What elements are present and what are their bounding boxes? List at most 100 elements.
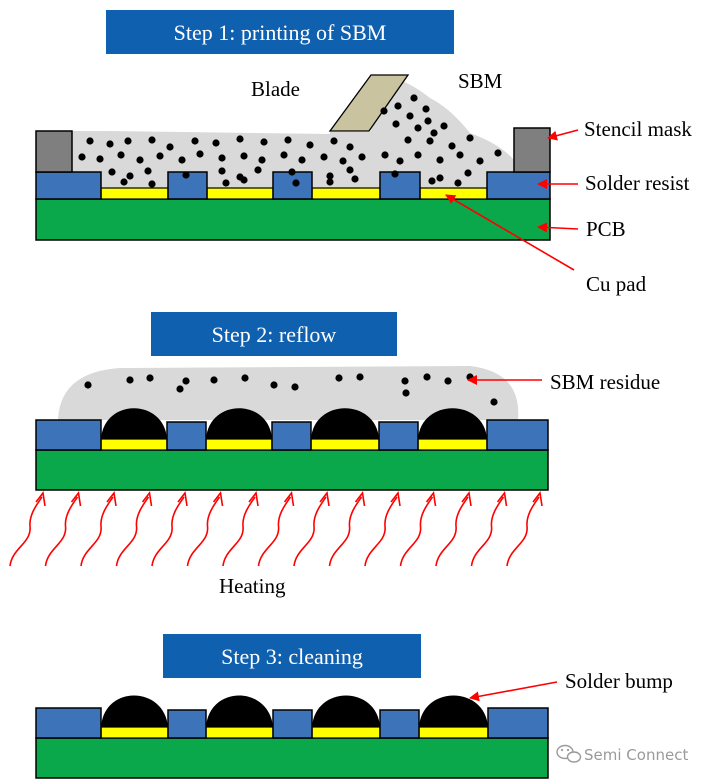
- heat-arrow: [293, 496, 327, 567]
- sbm-particle: [218, 154, 226, 162]
- sbm-particle: [464, 169, 472, 177]
- sbm-particle: [258, 156, 266, 164]
- heat-arrow-head: [319, 491, 330, 507]
- sbm-residue-particle: [84, 381, 92, 389]
- sbm-particle: [391, 170, 399, 178]
- step2-title: Step 2: reflow: [212, 322, 337, 347]
- heat-arrow-head: [177, 491, 188, 507]
- sbm-particle: [428, 177, 436, 185]
- sbm-residue-particle: [146, 374, 154, 382]
- sbm-particle: [148, 180, 156, 188]
- step1-label-stencil-mask: Stencil mask: [584, 117, 692, 141]
- heat-arrow: [151, 496, 185, 567]
- step3-solder-resist-3: [272, 709, 313, 739]
- sbm-particle: [288, 168, 296, 176]
- step1-cu-pad-3: [311, 187, 381, 200]
- step1-solder-resist-1: [35, 171, 102, 200]
- heat-arrow: [115, 496, 150, 567]
- sbm-particle: [126, 172, 134, 180]
- step2-solder-bump-4: [418, 408, 487, 439]
- step1-label-pcb: PCB: [586, 217, 626, 241]
- watermark-text: Semi Connect: [584, 746, 688, 764]
- sbm-particle: [380, 107, 388, 115]
- sbm-particle: [156, 152, 164, 160]
- sbm-particle: [196, 150, 204, 158]
- heat-arrow: [186, 496, 221, 567]
- heat-arrow: [435, 496, 469, 567]
- step1-cu-pad-4: [419, 187, 488, 200]
- step1-banner: [106, 10, 454, 54]
- step1-label-blade: Blade: [251, 77, 300, 101]
- heat-arrow-head: [425, 491, 437, 507]
- heat-arrow: [506, 496, 540, 567]
- sbm-particle: [456, 151, 464, 159]
- sbm-particle: [280, 151, 288, 159]
- sbm-particle: [436, 174, 444, 182]
- sbm-particle: [476, 157, 484, 165]
- step1-label-cu-pad: Cu pad: [586, 272, 647, 296]
- step2-solder-resist-3: [271, 421, 312, 451]
- sbm-particle: [182, 171, 190, 179]
- sbm-particle: [218, 167, 226, 175]
- sbm-particle: [392, 120, 400, 128]
- heating-arrows: [9, 491, 543, 567]
- sbm-residue-particle: [402, 389, 410, 397]
- heat-arrow-head: [35, 491, 46, 507]
- step3-cu-pad-3: [311, 726, 381, 739]
- step2-cu-pad-1: [100, 438, 168, 451]
- sbm-particle: [339, 157, 347, 165]
- step1-stencil-left: [35, 130, 73, 173]
- heat-arrow-head: [212, 491, 224, 507]
- sbm-particle: [240, 152, 248, 160]
- heat-arrow: [328, 496, 363, 567]
- sbm-particle: [306, 141, 314, 149]
- heat-arrow: [470, 496, 505, 567]
- step3-cu-pad-1: [100, 726, 169, 739]
- sbm-particle: [406, 112, 414, 120]
- sbm-particle: [454, 179, 462, 187]
- step2-particles: [84, 373, 498, 406]
- sbm-particle: [166, 143, 174, 151]
- step2-label-heating: Heating: [219, 574, 286, 598]
- sbm-particle: [326, 172, 334, 180]
- sbm-particle: [404, 136, 412, 144]
- step1-solder-resist-5: [486, 171, 551, 200]
- sbm-particle: [86, 137, 94, 145]
- sbm-residue-particle: [270, 381, 278, 389]
- step1-panel: Step 1: printing of SBM Blade SBM Stenci…: [35, 10, 692, 296]
- step1-arrow-stencil: [547, 129, 579, 141]
- sbm-particle: [358, 153, 366, 161]
- sbm-particle: [426, 137, 434, 145]
- sbm-particle: [240, 176, 248, 184]
- step3-solder-bump-3: [312, 695, 380, 727]
- heat-arrow: [9, 496, 43, 567]
- step2-cu-pad-3: [310, 438, 380, 451]
- sbm-particle: [298, 156, 306, 164]
- sbm-particle: [330, 137, 338, 145]
- heat-arrow-head: [248, 491, 259, 507]
- sbm-particle: [108, 168, 116, 176]
- sbm-particle: [448, 142, 456, 150]
- watermark: Semi Connect: [556, 744, 688, 764]
- heat-arrow-head: [283, 491, 295, 507]
- wechat-icon: [556, 744, 582, 763]
- step3-panel: Step 3: cleaning Solder bump: [35, 634, 673, 779]
- sbm-residue-particle: [291, 383, 299, 391]
- sbm-particle: [191, 137, 199, 145]
- sbm-particle: [394, 102, 402, 110]
- heat-arrow: [80, 496, 114, 567]
- sbm-residue-particle: [490, 398, 498, 406]
- heat-arrow-head: [496, 491, 508, 507]
- sbm-particle: [326, 178, 334, 186]
- sbm-particle: [346, 143, 354, 151]
- sbm-particle: [320, 153, 328, 161]
- sbm-particle: [178, 156, 186, 164]
- sbm-particle: [284, 136, 292, 144]
- step1-solder-resist-4: [379, 171, 421, 200]
- step2-panel: Step 2: reflow SBM residue Heating: [9, 312, 660, 598]
- step3-solder-resist-5: [487, 707, 549, 739]
- step3-title: Step 3: cleaning: [221, 644, 363, 669]
- sbm-particle: [236, 135, 244, 143]
- sbm-particle: [106, 140, 114, 148]
